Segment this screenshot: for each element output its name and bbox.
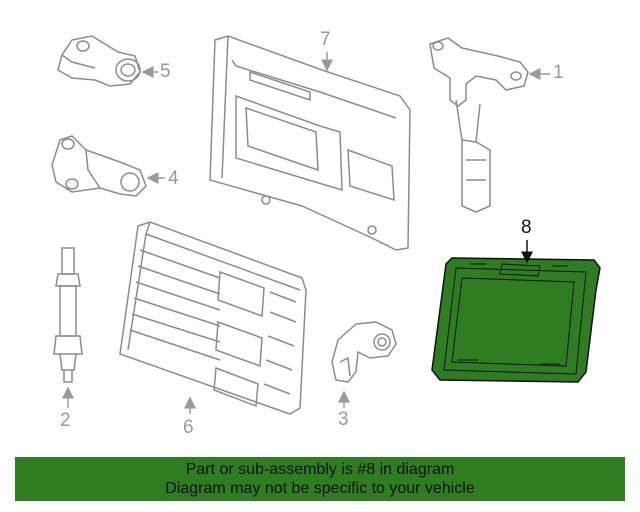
oxygen-sensor-part-2[interactable] <box>53 247 83 383</box>
callout-8-label: 8 <box>521 217 532 238</box>
callout-7-label: 7 <box>320 29 331 50</box>
callout-1-label: 1 <box>553 62 564 83</box>
callout-6-label: 6 <box>183 417 194 438</box>
callout-2-label: 2 <box>60 410 71 431</box>
parts-diagram: 7 5 4 1 2 6 3 8 <box>51 29 601 438</box>
knock-sensor-part-3[interactable] <box>331 321 397 383</box>
engine-control-module-part-6[interactable] <box>119 221 307 415</box>
callout-4-label: 4 <box>168 168 179 189</box>
cover-part-8-highlighted[interactable] <box>431 257 601 383</box>
camshaft-sensor-part-5[interactable] <box>57 35 141 87</box>
info-banner: Part or sub-assembly is #8 in diagram Di… <box>15 457 625 501</box>
bracket-part-7[interactable] <box>209 35 411 251</box>
ignition-coil-part-1[interactable] <box>429 37 529 213</box>
banner-line-1: Part or sub-assembly is #8 in diagram <box>185 461 455 478</box>
crankshaft-sensor-part-4[interactable] <box>51 135 147 197</box>
callout-3-label: 3 <box>338 409 349 430</box>
callout-5-label: 5 <box>160 61 171 82</box>
banner-line-2: Diagram may not be specific to your vehi… <box>165 480 475 497</box>
